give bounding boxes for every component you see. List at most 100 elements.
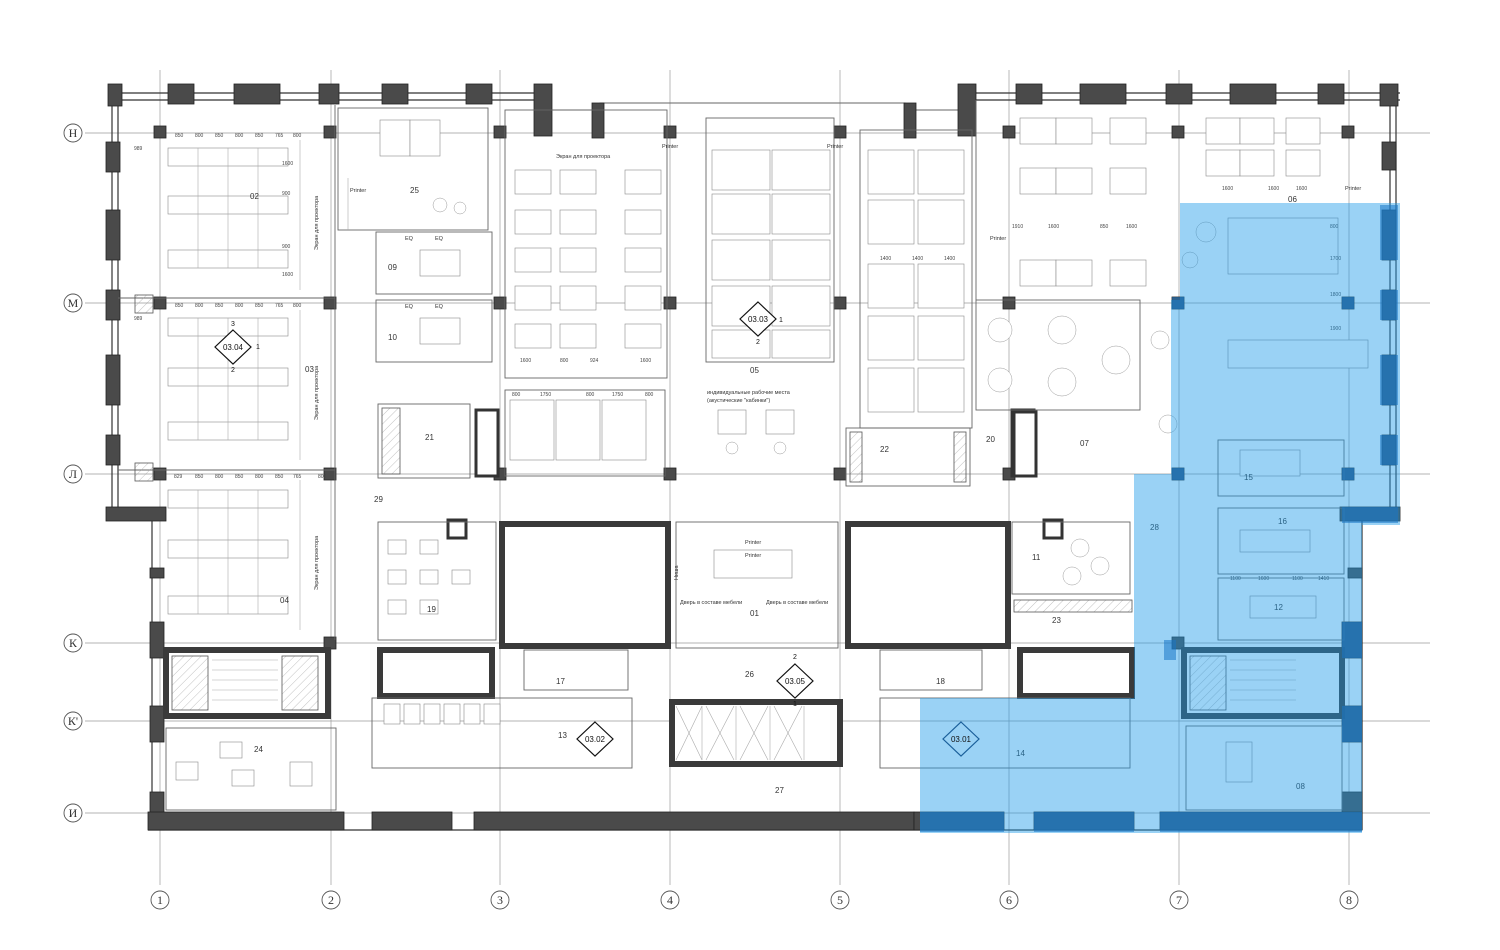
rooms-west-center: Printer 25 EQ EQ 09 EQ EQ 10 21 29: [337, 107, 493, 504]
central-cores: 27: [446, 518, 1064, 795]
svg-text:EQ: EQ: [405, 304, 414, 310]
room-07: 07: [1080, 439, 1089, 448]
svg-text:03.04: 03.04: [223, 343, 244, 352]
svg-text:1800: 1800: [1330, 292, 1341, 298]
svg-text:1: 1: [793, 701, 797, 708]
svg-text:850: 850: [1100, 224, 1109, 230]
axis-bubble-I: И: [63, 803, 83, 823]
svg-text:Л: Л: [69, 467, 77, 481]
svg-text:800: 800: [235, 303, 244, 309]
dims-04: 829 850 800 850 800 850 765 800: [174, 474, 327, 480]
svg-text:EQ: EQ: [405, 236, 414, 242]
highlight-zone: [920, 203, 1400, 833]
svg-text:989: 989: [134, 316, 143, 322]
desk-rows-04: [167, 489, 289, 615]
svg-text:1: 1: [779, 317, 783, 324]
desk-rows-03: [167, 317, 289, 441]
printer-label-05a: Printer: [662, 144, 678, 150]
svg-text:765: 765: [293, 474, 302, 480]
individual-desks-label: индивидуальные рабочие места: [707, 390, 791, 396]
desk-grid-05b: [711, 149, 831, 359]
svg-text:800: 800: [195, 133, 204, 139]
room-04: 04: [280, 596, 289, 605]
svg-text:1400: 1400: [912, 256, 923, 262]
svg-text:800: 800: [512, 392, 521, 398]
svg-text:800: 800: [293, 303, 302, 309]
desk-rows-02: [167, 147, 289, 269]
room-08: 08: [1296, 782, 1305, 791]
room-21: 21: [425, 433, 434, 442]
desk-grid-05a: [514, 169, 662, 349]
svg-text:03.01: 03.01: [951, 735, 972, 744]
svg-text:850: 850: [255, 133, 264, 139]
screen-label-04: Экран для проектора: [314, 535, 320, 590]
room-22: 22: [880, 445, 889, 454]
room-20: 20: [986, 435, 995, 444]
svg-text:1600: 1600: [1268, 186, 1279, 192]
svg-text:850: 850: [215, 133, 224, 139]
svg-text:8: 8: [1346, 893, 1352, 907]
left-wing: 989 850 800 850 800 850 765 800 989 850 …: [118, 105, 336, 640]
open-office-05: Экран для проектора Printer 1600 800 924…: [474, 109, 1036, 478]
section-marker-03-05: 03.05 2 1: [776, 654, 814, 708]
svg-text:1600: 1600: [1126, 224, 1137, 230]
axis-bubble-6: 6: [999, 890, 1019, 910]
dims-02: 989 850 800 850 800 850 765 800: [134, 133, 302, 152]
svg-text:1600: 1600: [1048, 224, 1059, 230]
reception-01: Printer Printer Ниша Дверь в составе меб…: [674, 521, 839, 679]
svg-text:1700: 1700: [1330, 256, 1341, 262]
section-marker-03-01: 03.01: [942, 721, 980, 757]
axis-bubble-8: 8: [1339, 890, 1359, 910]
svg-text:800: 800: [255, 474, 264, 480]
svg-text:800: 800: [586, 392, 595, 398]
room-12: 12: [1274, 603, 1283, 612]
acoustic-booths-label: (акустические "кабинки"): [707, 398, 770, 404]
room-23: 23: [1052, 616, 1061, 625]
room-10: 10: [388, 333, 397, 342]
axis-bubble-N: Н: [63, 123, 83, 143]
svg-text:3: 3: [231, 321, 235, 328]
svg-text:Printer: Printer: [745, 540, 761, 546]
section-marker-03-03: 03.03 1 2: [739, 301, 783, 346]
axis-bubble-3: 3: [490, 890, 510, 910]
svg-text:1900: 1900: [1330, 326, 1341, 332]
svg-text:Н: Н: [69, 126, 78, 140]
axis-bubble-M: М: [63, 293, 83, 313]
svg-text:7: 7: [1176, 893, 1182, 907]
open-office-22: 1400 1400 1400 22: [845, 129, 973, 487]
room-25: 25: [410, 186, 419, 195]
svg-text:800: 800: [645, 392, 654, 398]
svg-text:2: 2: [756, 339, 760, 346]
printer-label-06a: Printer: [990, 236, 1006, 242]
svg-text:1910: 1910: [1012, 224, 1023, 230]
room-17: 17: [556, 677, 565, 686]
room-02: 02: [250, 192, 259, 201]
printer-label-05b: Printer: [827, 144, 843, 150]
svg-text:900: 900: [282, 191, 291, 197]
svg-text:И: И: [69, 806, 78, 820]
axis-bubble-2: 2: [321, 890, 341, 910]
room-18: 18: [936, 677, 945, 686]
svg-text:1600: 1600: [1222, 186, 1233, 192]
axis-bubble-1: 1: [150, 890, 170, 910]
lower-right: 11 18 23 14 15 16 1100 1600 1100 1410 12…: [879, 217, 1369, 811]
svg-text:М: М: [68, 296, 79, 310]
dims-03: 989 850 800 850 800 850 765 800: [134, 303, 302, 322]
svg-text:1400: 1400: [880, 256, 891, 262]
svg-text:1750: 1750: [612, 392, 623, 398]
svg-text:1100: 1100: [1230, 576, 1241, 582]
room-09: 09: [388, 263, 397, 272]
svg-text:1: 1: [256, 344, 260, 351]
svg-text:03.05: 03.05: [785, 677, 806, 686]
room-27: 27: [775, 786, 784, 795]
svg-text:850: 850: [275, 474, 284, 480]
axis-bubble-K: К: [63, 633, 83, 653]
svg-text:3: 3: [497, 893, 503, 907]
axis-bubble-7: 7: [1169, 890, 1189, 910]
svg-text:829: 829: [174, 474, 183, 480]
svg-text:4: 4: [667, 893, 673, 907]
svg-text:1600: 1600: [282, 272, 293, 278]
svg-text:850: 850: [235, 474, 244, 480]
room-06: 06: [1288, 195, 1297, 204]
svg-text:989: 989: [134, 146, 143, 152]
